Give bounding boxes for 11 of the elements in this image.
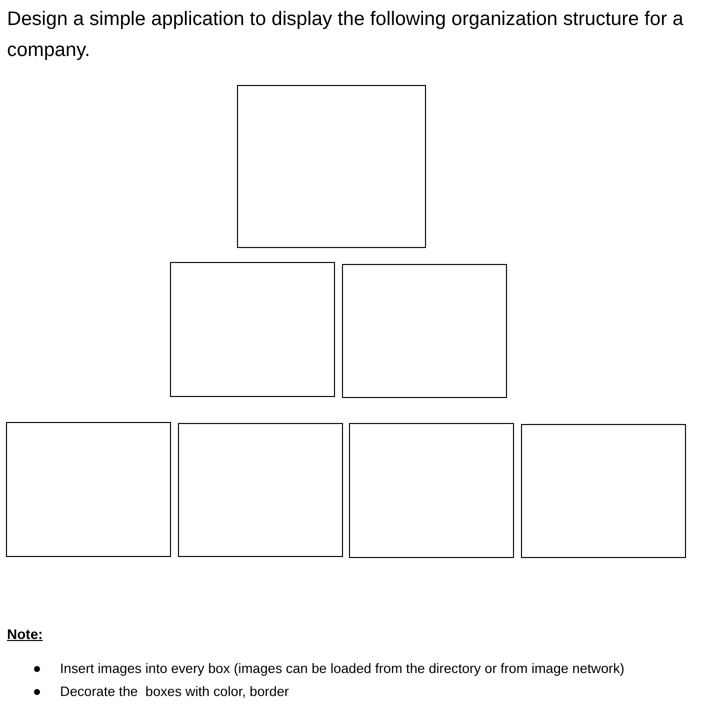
empty-box (521, 424, 686, 558)
note-item: Decorate the boxes with color, border (60, 683, 289, 701)
note-heading: Note: (7, 625, 43, 644)
note-item: Insert images into every box (images can be loaded from the directory or from image network) (60, 660, 624, 678)
empty-box (178, 423, 343, 557)
empty-box (6, 422, 171, 557)
empty-box (237, 85, 426, 248)
empty-box (349, 423, 514, 558)
title-text: Design a simple application to display the following organization structure for a company. (7, 7, 684, 63)
empty-box (170, 262, 335, 397)
empty-box (342, 264, 507, 398)
